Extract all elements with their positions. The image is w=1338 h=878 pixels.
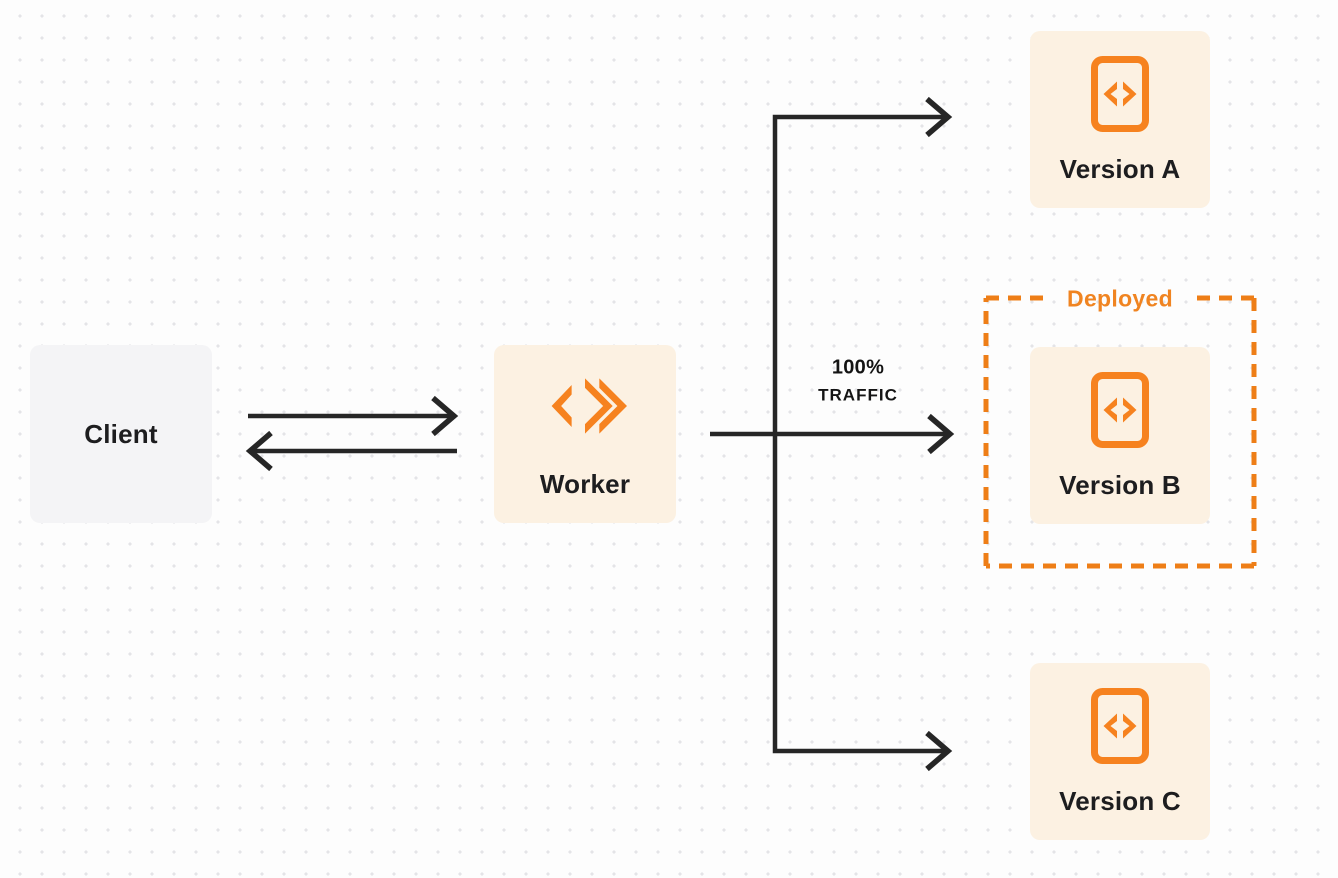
version-a-label: Version A [1059, 154, 1181, 185]
version-c-node: Version C [1030, 663, 1210, 840]
client-node: Client [30, 345, 212, 523]
traffic-label: 100% TRAFFIC [818, 352, 898, 408]
code-file-icon [1090, 55, 1150, 133]
code-file-icon [1090, 371, 1150, 449]
traffic-word-text: TRAFFIC [818, 385, 898, 405]
version-b-node: Version B [1030, 347, 1210, 524]
deployed-label: Deployed [1067, 285, 1173, 312]
branch-arrows [710, 96, 955, 772]
client-worker-arrows [245, 395, 459, 472]
version-c-label: Version C [1059, 786, 1181, 817]
version-a-node: Version A [1030, 31, 1210, 208]
worker-label: Worker [539, 468, 631, 499]
code-file-icon [1090, 687, 1150, 765]
worker-node: Worker [494, 345, 676, 523]
client-label: Client [84, 418, 158, 449]
version-b-label: Version B [1059, 470, 1181, 501]
traffic-percent-text: 100% [831, 356, 885, 379]
workers-logo-icon [543, 370, 627, 442]
